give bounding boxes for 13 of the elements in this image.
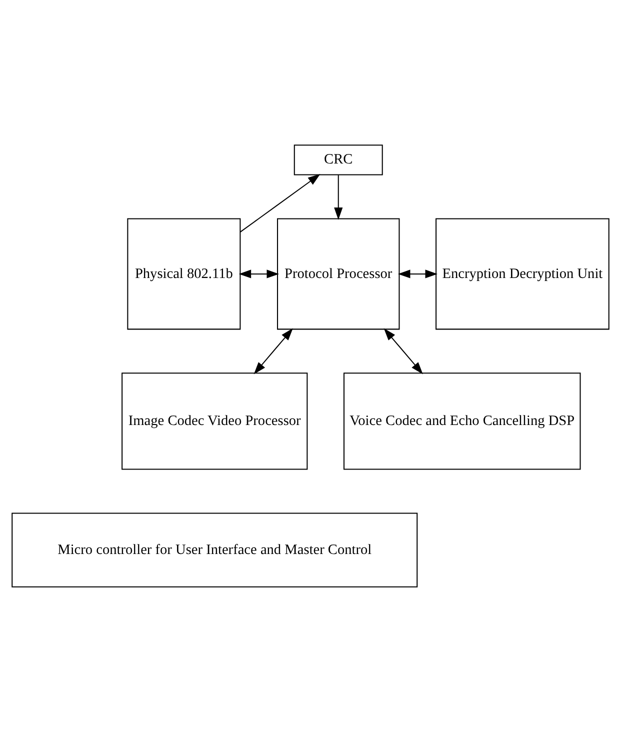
node-box: Encryption Decryption Unit (436, 218, 610, 330)
arrow (398, 269, 438, 278)
arrow (384, 328, 423, 374)
node-box: Image Codec Video Processor (122, 372, 308, 470)
arrow (254, 328, 293, 374)
node-box: Micro controller for User Interface and Master Control (12, 512, 418, 587)
node-box: Protocol Processor (277, 218, 400, 330)
node-box: Physical 802.11b (127, 218, 241, 330)
node-box: CRC (294, 144, 383, 175)
arrow (240, 174, 320, 232)
arrow (334, 174, 343, 220)
arrow (238, 269, 280, 278)
node-box: Voice Codec and Echo Cancelling DSP (343, 372, 581, 470)
